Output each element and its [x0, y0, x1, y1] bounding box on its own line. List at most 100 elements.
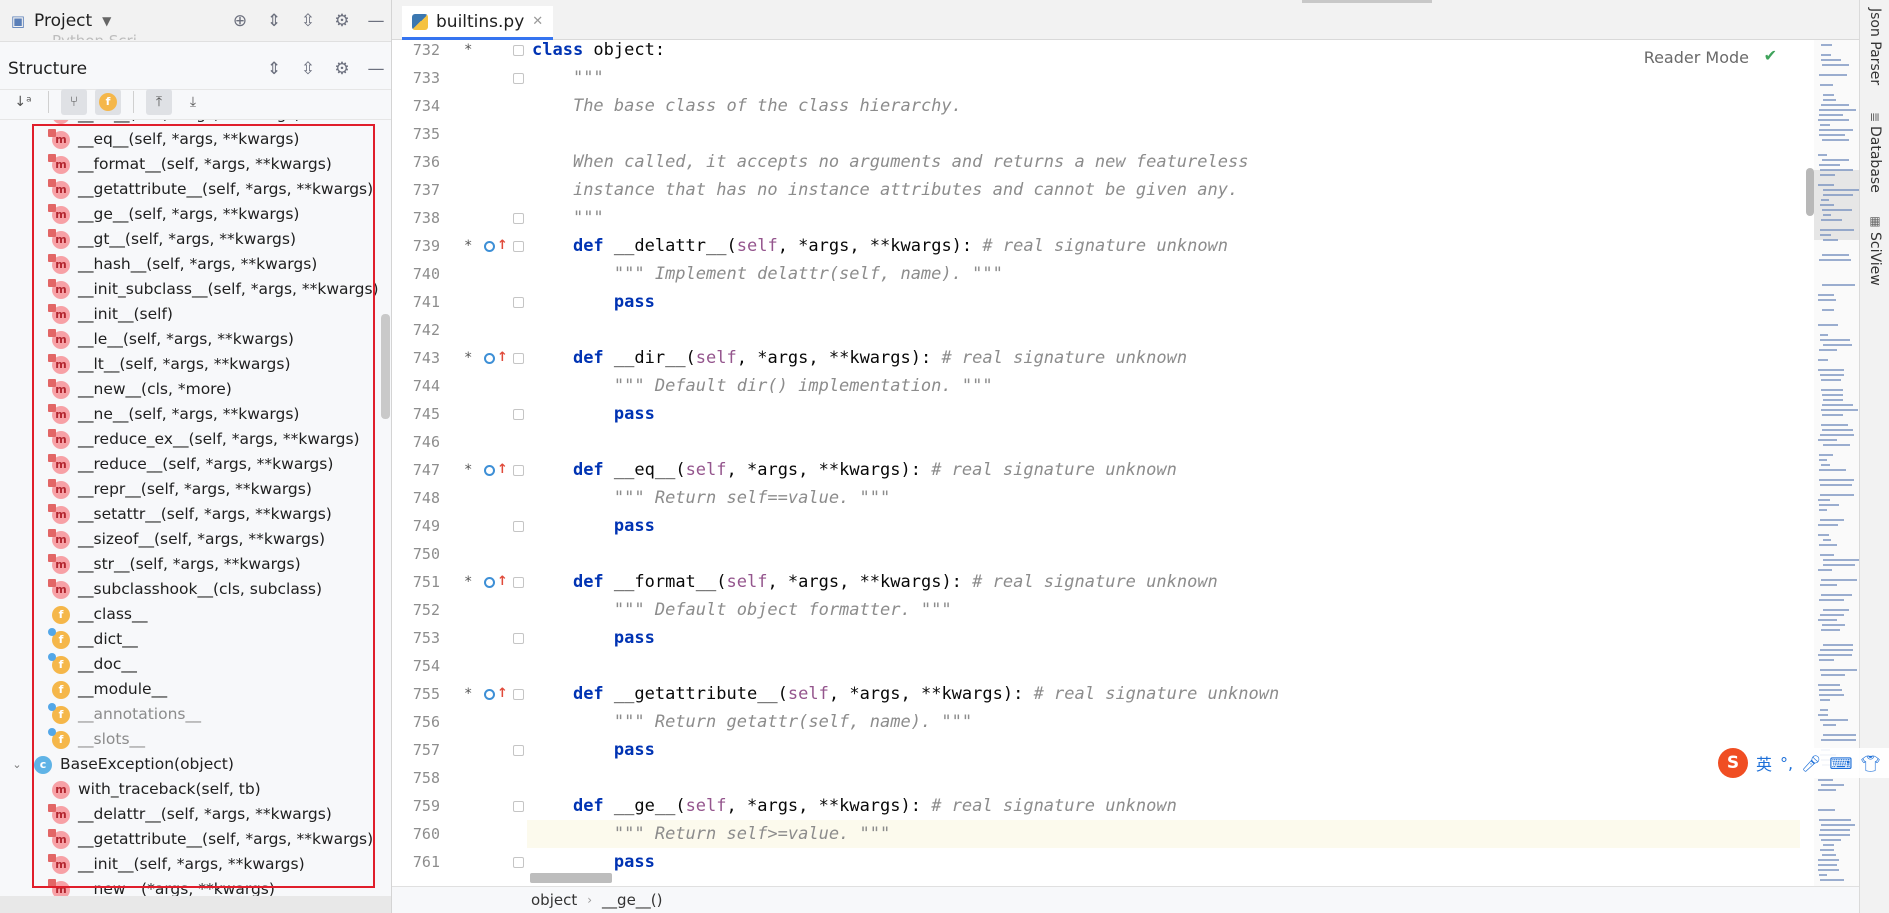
tree-method-item[interactable]: m__sizeof__(self, *args, **kwargs) — [48, 527, 325, 552]
tree-method-item[interactable]: m__delattr__(self, *args, **kwargs) — [48, 802, 332, 827]
tree-field-item[interactable]: f__dict__ — [48, 627, 138, 652]
code-line[interactable]: pass — [613, 628, 655, 648]
line-number[interactable]: 733 — [412, 69, 440, 87]
code-line[interactable]: pass — [613, 740, 655, 760]
code-line[interactable]: """ Default object formatter. """ — [613, 600, 952, 620]
expand-chevron-icon[interactable]: ⌄ — [12, 758, 22, 771]
tree-method-item[interactable]: m__eq__(self, *args, **kwargs) — [48, 127, 299, 152]
tree-field-item[interactable]: f__annotations__ — [48, 702, 201, 727]
line-number[interactable]: 744 — [412, 377, 440, 395]
overrides-icon[interactable]: ↑ — [484, 232, 508, 260]
fold-marker-icon[interactable] — [513, 45, 524, 56]
close-icon[interactable]: ✕ — [532, 14, 544, 29]
line-number[interactable]: 737 — [412, 181, 440, 199]
fold-marker-icon[interactable] — [513, 521, 524, 532]
line-number[interactable]: 735 — [412, 125, 440, 143]
code-line[interactable]: def __dir__(self, *args, **kwargs): # re… — [572, 348, 1188, 368]
tree-method-item[interactable]: m__ge__(self, *args, **kwargs) — [48, 202, 299, 227]
tree-method-item[interactable]: m__init_subclass__(self, *args, **kwargs… — [48, 277, 378, 302]
line-number[interactable]: 739 — [412, 237, 440, 255]
tab-database[interactable]: ≣ Database — [1864, 112, 1886, 193]
overrides-icon[interactable]: ↑ — [484, 344, 508, 372]
ime-toolbar[interactable]: S 英 °, 🎤︎ ⌨ 👕︎ ▦ — [1714, 748, 1889, 778]
structure-tree[interactable]: m__dir__(self, *args, **kwargs)m__eq__(s… — [0, 120, 378, 913]
skin-icon[interactable]: 👕︎ — [1860, 753, 1881, 773]
code-line[interactable]: The base class of the class hierarchy. — [572, 96, 962, 116]
line-number[interactable]: 740 — [412, 265, 440, 283]
minimize-icon[interactable]: — — [367, 59, 385, 79]
expand-all-icon[interactable]: ⇕ — [266, 59, 282, 79]
line-number[interactable]: 742 — [412, 321, 440, 339]
code-line[interactable]: """ Return self>=value. """ — [532, 820, 1800, 848]
microphone-icon[interactable]: 🎤︎ — [1801, 753, 1822, 773]
tree-method-item[interactable]: m__gt__(self, *args, **kwargs) — [48, 227, 296, 252]
tree-method-item[interactable]: m__format__(self, *args, **kwargs) — [48, 152, 332, 177]
tree-field-item[interactable]: f__class__ — [52, 602, 147, 627]
fold-marker-icon[interactable] — [513, 857, 524, 868]
tree-method-item[interactable]: m__new__(cls, *more) — [48, 377, 232, 402]
fold-marker-icon[interactable] — [513, 689, 524, 700]
breadcrumb-item[interactable]: __ge__() — [602, 891, 663, 909]
show-fields-icon[interactable]: f — [95, 88, 121, 115]
reader-mode-button[interactable]: Reader Mode — [1643, 48, 1749, 67]
line-number[interactable]: 751 — [412, 573, 440, 591]
minimize-icon[interactable]: — — [367, 11, 385, 31]
fold-marker-icon[interactable] — [513, 241, 524, 252]
fold-marker-icon[interactable] — [513, 745, 524, 756]
line-number[interactable]: 759 — [412, 797, 440, 815]
autoscroll-to-source-icon[interactable]: ⤒ — [146, 88, 172, 115]
line-number[interactable]: 757 — [412, 741, 440, 759]
fold-marker-icon[interactable] — [513, 465, 524, 476]
line-number[interactable]: 756 — [412, 713, 440, 731]
tab-json-parser[interactable]: Json Parser — [1864, 8, 1886, 85]
collapse-all-icon[interactable]: ⇳ — [300, 59, 316, 79]
breadcrumb-item[interactable]: object — [531, 891, 578, 909]
ime-language-toggle[interactable]: 英 — [1756, 755, 1773, 774]
tree-method-item[interactable]: m__subclasshook__(cls, subclass) — [48, 577, 322, 602]
ime-logo-icon[interactable]: S — [1718, 748, 1748, 778]
code-area[interactable]: class object: """ The base class of the … — [532, 40, 1800, 886]
code-line[interactable]: def __getattribute__(self, *args, **kwar… — [572, 684, 1280, 704]
line-number[interactable]: 760 — [412, 825, 440, 843]
overrides-icon[interactable]: ↑ — [484, 568, 508, 596]
tree-method-item[interactable]: m__dir__(self, *args, **kwargs) — [52, 120, 301, 127]
tree-field-item[interactable]: f__slots__ — [48, 727, 145, 752]
tree-method-item[interactable]: m__str__(self, *args, **kwargs) — [48, 552, 301, 577]
line-number[interactable]: 741 — [412, 293, 440, 311]
bookmark-star-icon[interactable]: * — [464, 238, 473, 254]
code-line[interactable]: def __format__(self, *args, **kwargs): #… — [572, 572, 1218, 592]
line-number[interactable]: 743 — [412, 349, 440, 367]
code-line[interactable]: def __eq__(self, *args, **kwargs): # rea… — [572, 460, 1177, 480]
punctuation-icon[interactable]: °, — [1780, 753, 1794, 773]
bookmark-star-icon[interactable]: * — [464, 42, 473, 58]
bookmark-star-icon[interactable]: * — [464, 462, 473, 478]
line-number[interactable]: 736 — [412, 153, 440, 171]
tree-method-item[interactable]: m__le__(self, *args, **kwargs) — [48, 327, 294, 352]
code-line[interactable]: def __ge__(self, *args, **kwargs): # rea… — [572, 796, 1177, 816]
line-number[interactable]: 732 — [412, 41, 440, 59]
tab-builtins-py[interactable]: builtins.py ✕ — [402, 6, 554, 40]
tree-method-item[interactable]: m__init__(self, *args, **kwargs) — [48, 852, 305, 877]
line-number[interactable]: 738 — [412, 209, 440, 227]
line-number[interactable]: 750 — [412, 545, 440, 563]
fold-marker-icon[interactable] — [513, 213, 524, 224]
line-number[interactable]: 753 — [412, 629, 440, 647]
code-line[interactable]: instance that has no instance attributes… — [572, 180, 1239, 200]
tree-field-item[interactable]: f__doc__ — [48, 652, 137, 677]
tree-method-item[interactable]: m__new__(*args, **kwargs) — [48, 877, 275, 902]
bookmark-star-icon[interactable]: * — [464, 574, 473, 590]
sort-alpha-icon[interactable]: ↓ᵃ — [14, 93, 32, 110]
line-number[interactable]: 749 — [412, 517, 440, 535]
tree-method-item[interactable]: m__getattribute__(self, *args, **kwargs) — [48, 827, 373, 852]
code-line[interactable]: class object: — [532, 40, 666, 60]
code-line[interactable]: """ — [572, 68, 604, 88]
tree-method-item[interactable]: m__reduce__(self, *args, **kwargs) — [48, 452, 333, 477]
code-line[interactable]: """ Implement delattr(self, name). """ — [613, 264, 1003, 284]
line-number[interactable]: 748 — [412, 489, 440, 507]
bookmark-star-icon[interactable]: * — [464, 350, 473, 366]
tree-method-item[interactable]: m__ne__(self, *args, **kwargs) — [48, 402, 299, 427]
tree-field-item[interactable]: f__module__ — [52, 677, 167, 702]
